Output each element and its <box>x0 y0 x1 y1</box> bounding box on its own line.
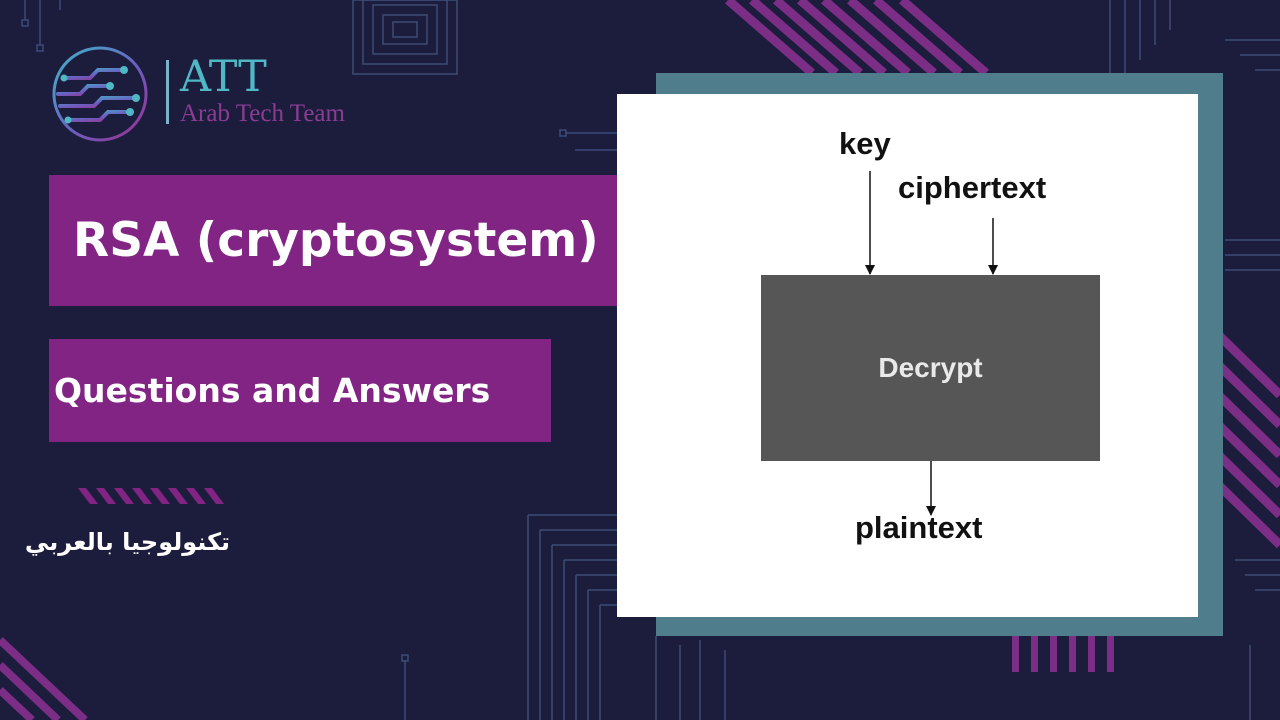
hatch-divider <box>78 488 224 504</box>
key-label: key <box>839 126 891 161</box>
page-subtitle: Questions and Answers <box>54 371 491 410</box>
title-banner: RSA (cryptosystem) <box>49 175 689 306</box>
purple-stripes-bottom-left <box>0 637 88 720</box>
circuit-globe-icon <box>52 46 148 142</box>
square-pattern-right <box>1109 0 1280 271</box>
logo-wordmark: ATT <box>180 52 267 102</box>
logo-tagline: Arab Tech Team <box>180 100 345 127</box>
plaintext-label: plaintext <box>855 510 983 545</box>
square-pattern-top <box>352 0 458 75</box>
arabic-caption: تكنولوجيا بالعربي <box>24 528 231 556</box>
logo-divider <box>166 60 169 124</box>
att-logo: ATT Arab Tech Team <box>50 44 380 144</box>
ciphertext-label: ciphertext <box>898 170 1047 205</box>
subtitle-banner: Questions and Answers <box>49 339 551 442</box>
page-title: RSA (cryptosystem) <box>73 213 599 268</box>
decrypt-label: Decrypt <box>878 352 983 383</box>
decrypt-block: Decrypt <box>761 275 1100 461</box>
square-pattern-bottom <box>401 514 1280 720</box>
diagram-arrows <box>865 171 998 516</box>
decryption-diagram: key ciphertext Decrypt plaintext <box>617 94 1198 617</box>
purple-vertical-bars <box>1012 617 1114 672</box>
purple-stripes-top <box>725 0 989 77</box>
